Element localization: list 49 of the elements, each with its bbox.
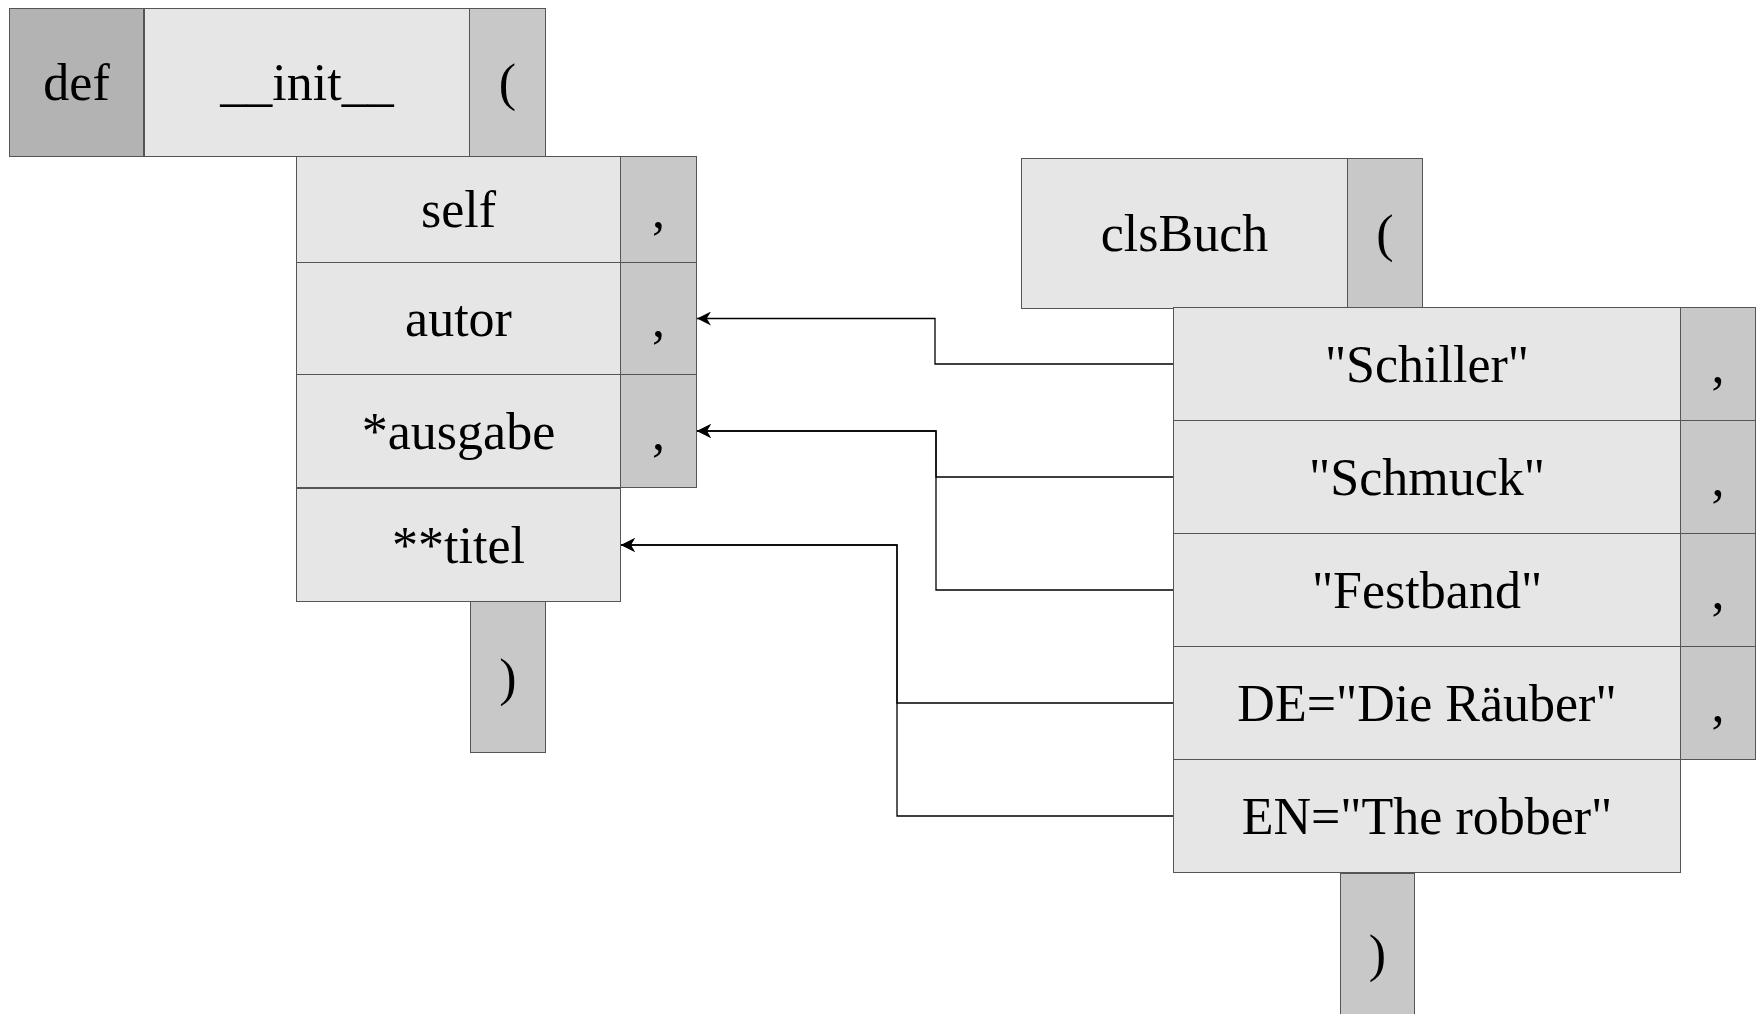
arrow	[696, 424, 1174, 591]
code-text: clsBuch	[1100, 204, 1269, 263]
argument-cell	[1173, 533, 1681, 647]
code-text: ,	[652, 180, 665, 239]
code-text: DE="Die Räuber"	[1237, 673, 1617, 733]
code-text: **titel	[392, 515, 525, 575]
comma-cell	[1680, 533, 1756, 647]
code-text: )	[1368, 923, 1387, 983]
argument-cell	[1173, 759, 1681, 873]
parameter-cell	[296, 374, 621, 488]
code-text: self	[420, 180, 497, 239]
comma-cell	[1680, 420, 1756, 534]
parameter-cell	[296, 262, 621, 375]
parenthesis-cell	[469, 8, 546, 157]
code-text: (	[498, 53, 517, 112]
parenthesis-cell	[1347, 158, 1423, 309]
code-text: "Schmuck"	[1309, 447, 1545, 507]
code-text: (	[1376, 204, 1394, 263]
keyword-cell	[9, 8, 144, 157]
code-text: *ausgabe	[361, 401, 556, 461]
code-text: EN="The robber"	[1241, 786, 1613, 846]
code-text: "Schiller"	[1324, 334, 1530, 394]
arrow	[696, 311, 1174, 365]
code-text: ,	[1711, 673, 1725, 733]
code-text: __init__	[220, 53, 394, 112]
code-text: ,	[652, 289, 665, 348]
code-text: "Festband"	[1311, 560, 1543, 620]
code-text: )	[499, 647, 517, 707]
class-name-cell	[1021, 158, 1348, 309]
code-text: ,	[652, 401, 665, 461]
comma-cell	[620, 156, 697, 263]
arrow	[620, 538, 1174, 817]
code-text: ,	[1711, 560, 1725, 620]
argument-cell	[1173, 307, 1681, 421]
parenthesis-cell	[1340, 873, 1415, 1014]
function-name-cell	[144, 8, 470, 157]
comma-cell	[1680, 307, 1756, 421]
parenthesis-cell	[470, 601, 546, 753]
code-text: ,	[1711, 447, 1725, 507]
code-text: autor	[405, 289, 512, 348]
parameter-cell	[296, 156, 621, 263]
code-text: def	[43, 53, 110, 112]
comma-cell	[620, 374, 697, 488]
argument-cell	[1173, 420, 1681, 534]
comma-cell	[1680, 646, 1756, 760]
comma-cell	[620, 262, 697, 375]
parameter-cell	[296, 488, 621, 602]
argument-cell	[1173, 646, 1681, 760]
code-text: ,	[1711, 334, 1725, 394]
